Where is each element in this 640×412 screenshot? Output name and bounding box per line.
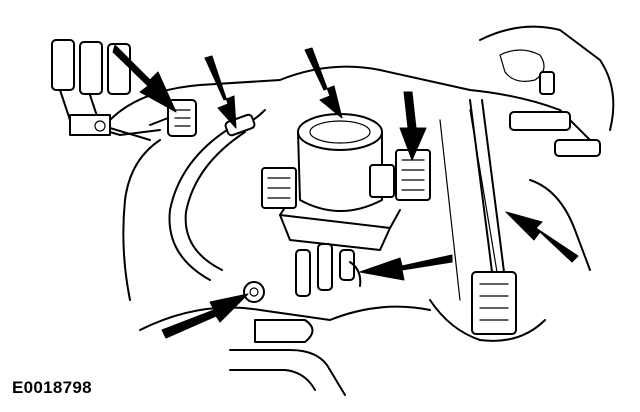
lower-pipe — [229, 299, 546, 396]
arrow-throttle-position-sensor — [399, 91, 427, 161]
figure-code: E0018798 — [12, 378, 92, 397]
callout-arrows — [112, 44, 579, 339]
fuel-injector-connectors — [51, 39, 161, 141]
arrow-right-connector — [505, 211, 579, 263]
right-upper-fittings — [509, 71, 601, 271]
lower-fittings — [243, 243, 362, 303]
electrical-connector-right — [469, 99, 517, 335]
arrow-sensor-hose — [204, 55, 237, 129]
arrow-throttle-body — [304, 47, 343, 119]
arrow-bolt — [161, 293, 249, 339]
vacuum-hoses — [168, 109, 266, 281]
arrow-injector-connector — [112, 44, 177, 113]
arrow-lower-fitting — [359, 254, 453, 281]
throttle-body — [261, 113, 401, 251]
intake-manifold-outline — [109, 25, 615, 331]
